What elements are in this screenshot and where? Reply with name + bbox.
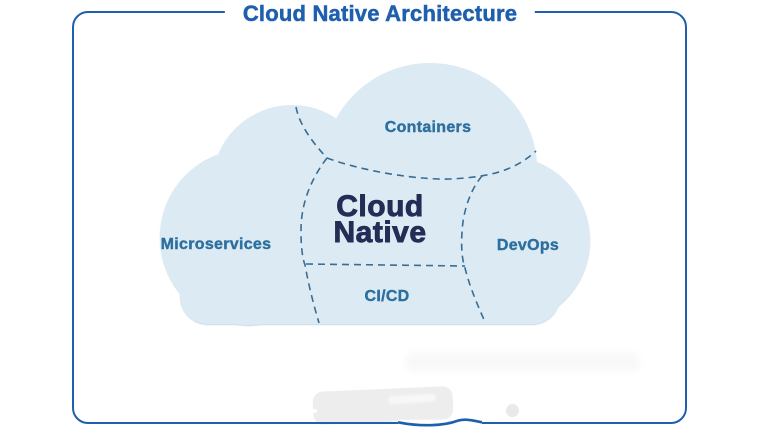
divider-top-left-seam [295, 106, 328, 159]
region-label-containers: Containers [384, 119, 472, 136]
page-title: Cloud Native Architecture [224, 1, 536, 27]
region-label-devops: DevOps [496, 237, 560, 254]
divider-right-barrel [460, 175, 486, 323]
divider-cicd-line [305, 263, 466, 267]
erased-watermark-ghost [405, 352, 640, 372]
center-label-line1: Cloud [336, 190, 424, 223]
divider-left-barrel [300, 157, 328, 324]
divider-containers-arc [326, 150, 537, 180]
cloud-shape [160, 63, 590, 325]
region-label-microservices: Microservices [160, 236, 272, 253]
center-label-cloud-native: Cloud Native [333, 190, 427, 249]
erased-watermark-speck [313, 409, 317, 413]
cloud-base [180, 218, 560, 324]
center-label-line2: Native [333, 216, 427, 249]
dashed-dividers [295, 106, 537, 324]
bottom-border-wobble [397, 418, 483, 427]
region-label-cicd: CI/CD [364, 288, 410, 305]
erased-watermark-dot [506, 404, 519, 417]
